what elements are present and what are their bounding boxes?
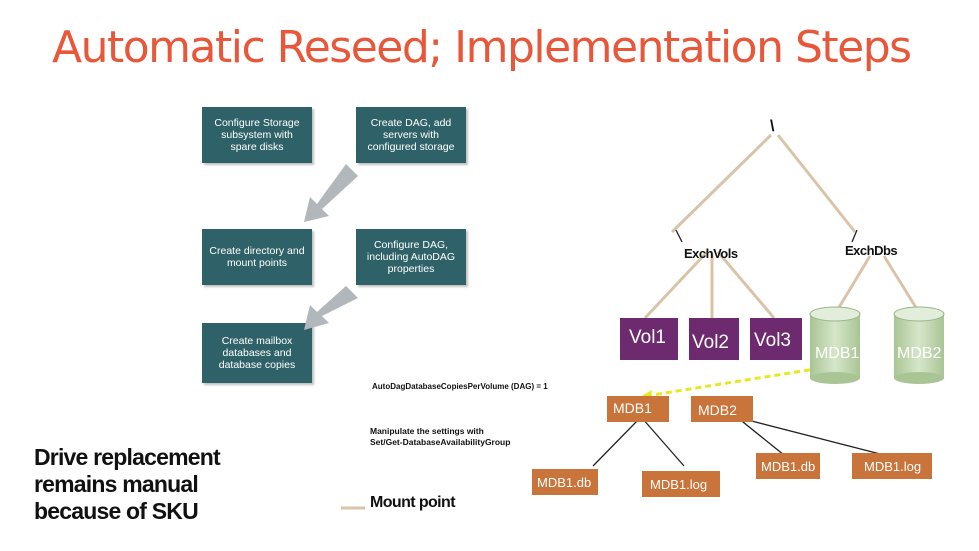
manipulate-note-line2: Set/Get-DatabaseAvailabilityGroup	[370, 437, 511, 447]
flow-arrow-1	[304, 164, 358, 222]
mdb1-log-right-label: MDB1.log	[864, 459, 922, 474]
tick-mark	[675, 229, 683, 243]
vol3-shape	[750, 318, 802, 360]
mount-point-lines	[341, 133, 922, 510]
drive-replacement-callout: Drive replacement remains manual because…	[34, 444, 264, 525]
root-label: \	[770, 118, 775, 135]
mdb2-disk-shape	[893, 306, 945, 384]
step-label: Create directory and mount points	[209, 245, 305, 269]
mdb1-disk-label: MDB1	[815, 345, 860, 362]
replica-link	[645, 367, 816, 398]
mdb1-db-right-shape	[756, 453, 820, 479]
page-title: Automatic Reseed; Implementation Steps	[52, 22, 912, 73]
vol1-shape	[620, 318, 678, 360]
folder-tree-lines-right	[737, 417, 885, 456]
mdb1-disk-shape	[809, 306, 861, 384]
step-create-mailbox: Create mailbox databases and database co…	[202, 323, 312, 383]
step-label: Configure DAG, including AutoDAG propert…	[366, 239, 456, 275]
mount-point-legend-label: Mount point	[370, 494, 456, 511]
mdb2-disk-label: MDB2	[897, 345, 942, 362]
mdb2-folder-label: MDB2	[698, 402, 737, 418]
mdb2-folder-shape	[691, 396, 753, 422]
autodag-note: AutoDagDatabaseCopiesPerVolume (DAG) = 1	[372, 382, 548, 391]
mdb1-db-left-shape	[532, 469, 598, 495]
step-configure-storage: Configure Storage subsystem with spare d…	[202, 107, 312, 163]
step-label: Create mailbox databases and database co…	[218, 335, 296, 371]
mdb1-log-left-shape	[642, 471, 720, 497]
mdb1-log-left-label: MDB1.log	[650, 477, 708, 492]
callout-line: remains manual	[34, 471, 199, 497]
vol1-label: Vol1	[629, 327, 666, 348]
callout-line: Drive replacement	[34, 444, 221, 470]
mdb1-folder-shape	[607, 396, 669, 422]
step-create-directory: Create directory and mount points	[202, 229, 312, 285]
exchvols-label: ExchVols	[684, 246, 738, 261]
callout-line: because of SKU	[34, 498, 199, 524]
mdb1-db-right-label: MDB1.db	[761, 459, 816, 474]
folder-tree-lines	[592, 417, 685, 467]
manipulate-note-line1: Manipulate the settings with	[370, 426, 484, 436]
vol2-shape	[689, 318, 739, 360]
step-configure-dag: Configure DAG, including AutoDAG propert…	[356, 229, 466, 285]
tick-mark	[851, 229, 858, 243]
flow-arrow-2	[304, 286, 358, 330]
step-create-dag: Create DAG, add servers with configured …	[356, 107, 466, 163]
mdb1-log-right-shape	[852, 453, 932, 479]
vol2-label: Vol2	[692, 332, 729, 353]
step-label: Configure Storage subsystem with spare d…	[214, 117, 300, 153]
vol3-label: Vol3	[754, 330, 791, 351]
mdb1-db-left-label: MDB1.db	[537, 475, 592, 490]
exchdbs-label: ExchDbs	[845, 243, 898, 258]
step-label: Create DAG, add servers with configured …	[367, 117, 455, 153]
mdb1-folder-label: MDB1	[613, 400, 652, 416]
